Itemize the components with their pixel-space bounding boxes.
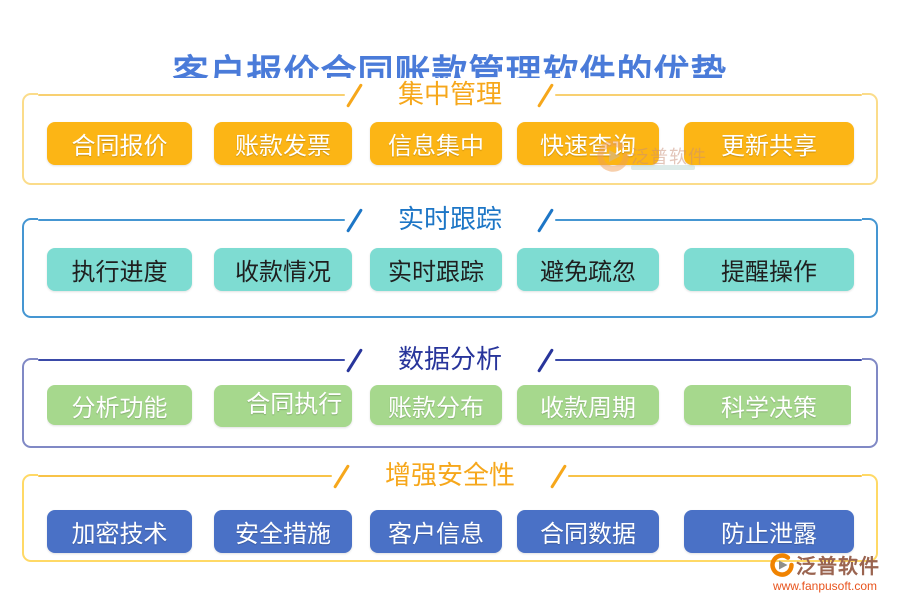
- feature-button: 账款分布: [370, 385, 502, 425]
- section-header: 数据分析: [38, 343, 863, 377]
- feature-button: 实时跟踪: [370, 248, 502, 291]
- feature-row: 分析功能 合同执行 账款分布 收款周期 科学决策: [47, 385, 851, 444]
- feature-button: 客户信息: [370, 510, 502, 553]
- feature-button: 防止泄露: [684, 510, 854, 553]
- feature-button: 避免疏忽: [517, 248, 659, 291]
- section-enhanced-security: 增强安全性 加密技术 安全措施 客户信息 合同数据 防止泄露: [22, 459, 878, 562]
- feature-row: 执行进度 收款情况 实时跟踪 避免疏忽 提醒操作: [47, 248, 854, 291]
- feature-button-label: 合同执行: [246, 392, 343, 418]
- brand-url: www.fanpusoft.com: [772, 579, 878, 593]
- header-line-right: [555, 359, 863, 361]
- slash-icon: [550, 463, 567, 489]
- feature-row: 加密技术 安全措施 客户信息 合同数据 防止泄露: [47, 510, 854, 553]
- watermark-corner: 泛普软件 www.fanpusoft.com: [750, 550, 900, 593]
- watermark-caption-blur: [631, 165, 695, 170]
- section-centralized-management: 集中管理 合同报价 账款发票 信息集中 快速查询 更新共享: [22, 78, 878, 185]
- fanpu-swoosh-icon: [770, 552, 794, 577]
- feature-button: 合同报价: [47, 122, 192, 165]
- section-header: 增强安全性: [38, 459, 863, 493]
- feature-button: 科学决策: [684, 385, 851, 425]
- section-title: 集中管理: [398, 80, 503, 109]
- header-line-right: [555, 219, 863, 221]
- slash-icon: [346, 207, 363, 233]
- slash-icon: [537, 347, 554, 373]
- feature-button: 合同数据: [517, 510, 659, 553]
- header-line-left: [38, 219, 345, 221]
- feature-button: 账款发票: [214, 122, 352, 165]
- header-line-right: [555, 94, 863, 96]
- feature-row: 合同报价 账款发票 信息集中 快速查询 更新共享: [47, 122, 854, 165]
- brand-name: 泛普软件: [796, 556, 880, 578]
- section-header: 集中管理: [38, 78, 863, 112]
- feature-button: 合同执行: [214, 385, 352, 427]
- feature-button: 收款情况: [214, 248, 352, 291]
- header-line-left: [38, 475, 332, 477]
- section-title: 数据分析: [398, 345, 503, 374]
- slash-icon: [346, 347, 363, 373]
- feature-button: 加密技术: [47, 510, 192, 553]
- slash-icon: [333, 463, 350, 489]
- section-title: 增强安全性: [385, 461, 516, 490]
- feature-button: 安全措施: [214, 510, 352, 553]
- header-line-right: [568, 475, 863, 477]
- section-realtime-tracking: 实时跟踪 执行进度 收款情况 实时跟踪 避免疏忽 提醒操作: [22, 203, 878, 318]
- watermark-center: 泛普软件: [597, 140, 707, 172]
- feature-button: 执行进度: [47, 248, 192, 291]
- fanpu-swoosh-icon: [597, 140, 629, 172]
- section-header: 实时跟踪: [38, 203, 863, 237]
- feature-button: 收款周期: [517, 385, 659, 425]
- brand-row: 泛普软件: [750, 550, 900, 579]
- header-line-left: [38, 359, 345, 361]
- slash-icon: [537, 82, 554, 108]
- feature-button: 分析功能: [47, 385, 192, 425]
- section-title: 实时跟踪: [398, 205, 503, 234]
- feature-button: 更新共享: [684, 122, 854, 165]
- header-line-left: [38, 94, 345, 96]
- feature-button: 提醒操作: [684, 248, 854, 291]
- section-data-analysis: 数据分析 分析功能 合同执行 账款分布 收款周期 科学决策: [22, 343, 878, 448]
- slash-icon: [537, 207, 554, 233]
- feature-button: 信息集中: [370, 122, 502, 165]
- watermark-brand-text: 泛普软件: [631, 147, 707, 167]
- slash-icon: [346, 82, 363, 108]
